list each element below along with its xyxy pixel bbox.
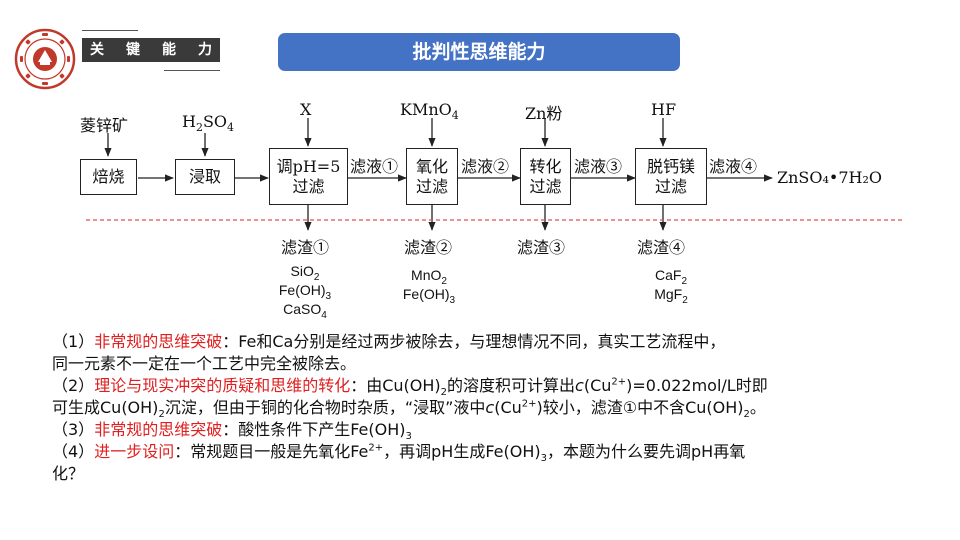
input-ore: 菱锌矿 (80, 116, 129, 135)
input-sulfuric-acid: H2SO4 (182, 112, 235, 135)
section-tag: 关键能力 (82, 38, 220, 62)
input-hf: HF (651, 100, 677, 119)
filtrate-2: 滤液② (461, 157, 510, 176)
tag-rule-bottom (164, 70, 220, 71)
point-2: （2）理论与现实冲突的质疑和思维的转化：由Cu(OH)2的溶度积可计算出c(Cu… (52, 376, 768, 421)
step-roast: 焙烧 (80, 159, 137, 195)
step-convert: 转化过滤 (520, 148, 571, 205)
school-logo (14, 28, 76, 90)
step-decalcify: 脱钙镁过滤 (635, 148, 707, 205)
tag-rule-top (82, 30, 138, 31)
residue-3: 滤渣③ (517, 238, 566, 257)
residue-1: 滤渣① (281, 238, 330, 257)
point-1: （1）非常规的思维突破：Fe和Ca分别是经过两步被除去，与理想情况不同，真实工艺… (52, 332, 726, 373)
product-label: ZnSO₄•7H₂O (777, 168, 883, 187)
input-zinc-powder: Zn粉 (525, 104, 563, 123)
residue-2: 滤渣② (404, 238, 453, 257)
filtrate-4: 滤液④ (709, 157, 758, 176)
input-kmno4: KMnO4 (400, 100, 459, 123)
input-x: X (300, 100, 312, 119)
analysis-text: （1）非常规的思维突破：Fe和Ca分别是经过两步被除去，与理想情况不同，真实工艺… (52, 331, 924, 485)
step-oxidize: 氧化过滤 (406, 148, 458, 205)
residue-4-composition: CaF2 MgF2 (654, 267, 688, 306)
step-leach: 浸取 (175, 159, 235, 195)
point-3: （3）非常规的思维突破：酸性条件下产生Fe(OH)3 (52, 420, 412, 443)
residue-1-composition: SiO2 Fe(OH)3 CaSO4 (278, 263, 332, 321)
filtrate-1: 滤液① (350, 157, 399, 176)
point-4: （4）进一步设问：常规题目一般是先氧化Fe2+，再调pH生成Fe(OH)3，本题… (52, 442, 746, 483)
residue-4: 滤渣④ (637, 238, 686, 257)
page-title: 批判性思维能力 (278, 33, 680, 71)
residue-2-composition: MnO2 Fe(OH)3 (402, 267, 456, 306)
filtrate-3: 滤液③ (574, 157, 623, 176)
